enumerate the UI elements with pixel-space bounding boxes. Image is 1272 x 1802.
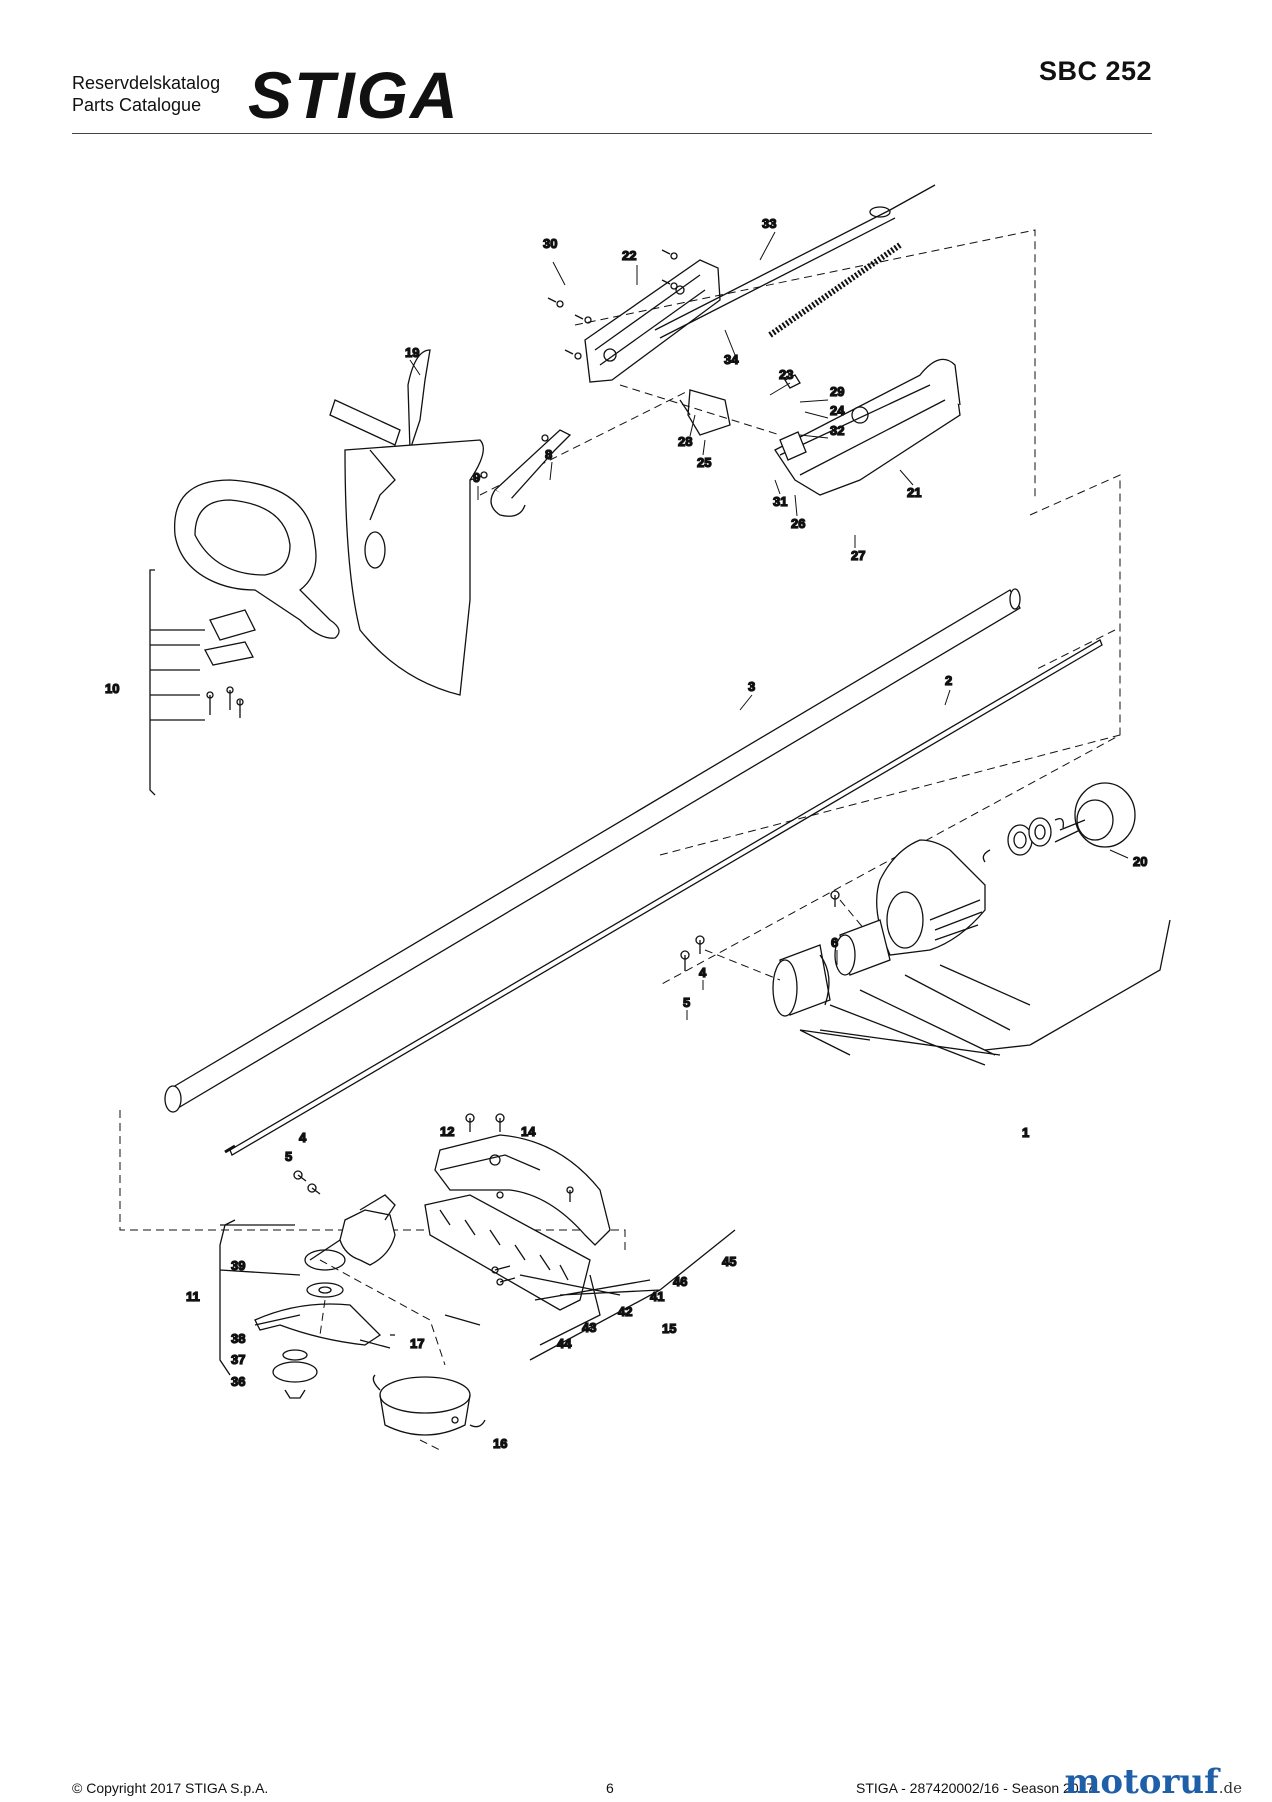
callout-22: 22 xyxy=(622,248,636,263)
dashed-lines-head xyxy=(319,1259,446,1451)
callout-20: 20 xyxy=(1133,854,1147,869)
catalog-title-english: Parts Catalogue xyxy=(72,95,202,115)
callout-24: 24 xyxy=(830,403,845,418)
strap-bracket xyxy=(490,429,572,517)
callout-5: 5 xyxy=(683,995,690,1010)
coupling-sleeve xyxy=(772,919,891,1017)
callout-39: 39 xyxy=(231,1258,245,1273)
callout-2: 2 xyxy=(945,673,952,688)
motoruf-watermark: motoruf.de xyxy=(1064,1762,1242,1802)
trimmer-guard xyxy=(434,1134,611,1246)
bracket-11 xyxy=(219,1219,481,1376)
callout-1: 1 xyxy=(1022,1125,1029,1140)
callout-16: 16 xyxy=(493,1436,507,1451)
gear-screws xyxy=(293,1170,321,1195)
callout-37: 37 xyxy=(231,1352,245,1367)
footer-copyright: © Copyright 2017 STIGA S.p.A. xyxy=(72,1780,269,1796)
bearings xyxy=(982,817,1064,863)
callout-33: 33 xyxy=(762,216,776,231)
footer-doc-ref: STIGA - 287420002/16 - Season 2017 xyxy=(856,1780,1095,1796)
callout-38: 38 xyxy=(231,1331,245,1346)
callout-26: 26 xyxy=(791,516,805,531)
watermark-name: motoruf xyxy=(1064,1762,1219,1802)
loop-handle xyxy=(173,479,340,639)
callout-5-lower: 5 xyxy=(285,1149,292,1164)
callout-31: 31 xyxy=(773,494,787,509)
handle-clamp-small xyxy=(779,374,807,461)
callout-42: 42 xyxy=(618,1304,632,1319)
callout-21: 21 xyxy=(907,485,921,500)
catalog-title: Reservdelskatalog Parts Catalogue xyxy=(72,72,220,116)
guard-screws xyxy=(465,1113,574,1286)
dashed-frame-shaft xyxy=(119,474,1121,1250)
callout-23: 23 xyxy=(779,367,793,382)
stiga-logo-wordmark: STIGA xyxy=(248,58,460,128)
throttle-cable xyxy=(654,184,936,339)
callout-32: 32 xyxy=(830,423,844,438)
catalog-title-swedish: Reservdelskatalog xyxy=(72,73,221,93)
blade-support-washer xyxy=(306,1282,344,1298)
callout-44: 44 xyxy=(557,1336,572,1351)
exploded-parts-diagram: 1 2 3 4 5 6 8 9 10 11 12 14 15 16 17 19 … xyxy=(104,184,1171,1452)
throttle-housing-lower xyxy=(774,358,961,496)
shaft-tube xyxy=(164,588,1021,1113)
handle-clamp-parts xyxy=(204,609,256,718)
throttle-housing-upper xyxy=(584,259,721,383)
bracket-15 xyxy=(519,1229,736,1361)
callout-34: 34 xyxy=(724,352,739,367)
footer-page-number: 6 xyxy=(606,1780,614,1796)
watermark-tld: .de xyxy=(1218,1779,1242,1797)
gear-head xyxy=(304,1194,396,1271)
clutch-housing xyxy=(876,839,986,956)
stiga-logo: STIGA xyxy=(248,58,460,128)
callout-12: 12 xyxy=(440,1124,454,1139)
callout-27: 27 xyxy=(851,548,865,563)
trimmer-head xyxy=(372,1374,486,1436)
callout-10: 10 xyxy=(105,681,119,696)
callout-17: 17 xyxy=(410,1336,424,1351)
callout-15: 15 xyxy=(662,1321,676,1336)
throttle-trigger xyxy=(679,389,731,436)
model-number: SBC 252 xyxy=(1038,56,1152,86)
bracket-10 xyxy=(149,569,205,796)
callout-36: 36 xyxy=(231,1374,245,1389)
callout-8: 8 xyxy=(545,447,552,462)
callout-9: 9 xyxy=(473,470,480,485)
callout-46: 46 xyxy=(673,1274,687,1289)
screw-9 xyxy=(469,471,488,481)
callout-4: 4 xyxy=(699,965,707,980)
callout-19: 19 xyxy=(405,345,419,360)
callout-4-lower: 4 xyxy=(299,1130,307,1145)
header-rule xyxy=(72,133,1152,134)
callout-3: 3 xyxy=(748,679,755,694)
clutch-drum xyxy=(1054,782,1136,848)
callout-11: 11 xyxy=(186,1289,200,1304)
callout-14: 14 xyxy=(521,1124,536,1139)
callout-45: 45 xyxy=(722,1254,736,1269)
drive-shaft xyxy=(224,639,1103,1156)
callout-41: 41 xyxy=(650,1289,664,1304)
callout-29: 29 xyxy=(830,384,844,399)
bracket-1 xyxy=(799,919,1171,1066)
dashed-lines-clutch xyxy=(704,899,866,981)
screws-clutch xyxy=(680,890,840,971)
callout-28: 28 xyxy=(678,434,692,449)
callout-43: 43 xyxy=(582,1320,596,1335)
screws-top xyxy=(547,249,678,360)
callout-30: 30 xyxy=(543,236,557,251)
callout-6: 6 xyxy=(831,935,838,950)
callout-leaders xyxy=(409,231,1129,1020)
callout-labels: 1 2 3 4 5 6 8 9 10 11 12 14 15 16 17 19 … xyxy=(104,215,1148,1451)
cable-spring xyxy=(768,242,902,338)
callout-25: 25 xyxy=(697,455,711,470)
shoulder-strap-guard xyxy=(329,349,484,696)
blade xyxy=(254,1303,391,1349)
blade-washer-nut xyxy=(272,1349,318,1399)
